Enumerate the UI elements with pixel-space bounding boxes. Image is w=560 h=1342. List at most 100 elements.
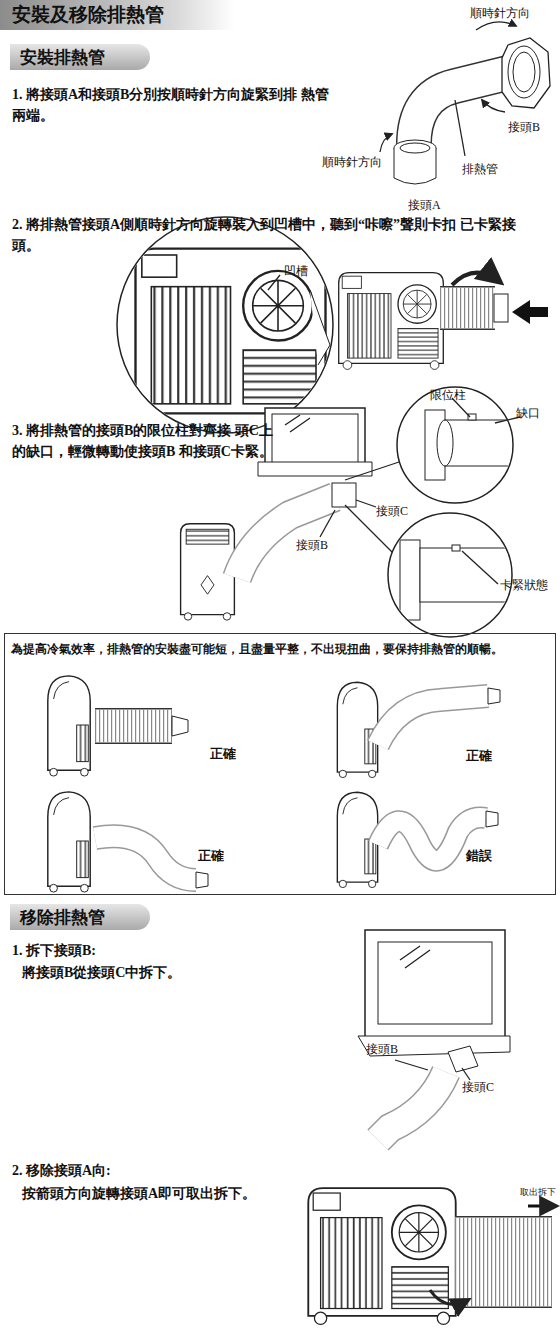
part-label: 缺口	[516, 404, 540, 422]
drawing-part	[400, 946, 430, 968]
part-label: 順時針方向	[322, 153, 382, 171]
drawing-part	[365, 930, 505, 1042]
drawing-part	[455, 1218, 552, 1307]
drawing-part	[488, 688, 500, 704]
drawing-part	[237, 497, 335, 578]
drawing-part	[452, 545, 460, 551]
node-text: 安裝排熱管	[20, 46, 150, 69]
window-remove	[358, 930, 510, 1140]
drawing-part	[339, 273, 444, 370]
drawing-part	[310, 290, 330, 365]
drawing-part	[455, 1216, 552, 1308]
drawing-part	[440, 288, 495, 329]
drawing-part	[440, 288, 495, 329]
drawing-part	[95, 836, 196, 880]
drawing-part	[265, 408, 365, 468]
part-label: 接頭B	[508, 118, 540, 136]
instruction-step: 1. 拆下接頭B:	[12, 940, 96, 961]
drawing-part	[437, 420, 453, 466]
drawing-part	[395, 1060, 428, 1070]
arrow-label: 取出拆下	[520, 1186, 556, 1200]
drawing-part	[414, 72, 512, 150]
instruction-step: 2. 將排熱管接頭A側順時針方向旋轉裝入到凹槽中，聽到“咔嚓”聲則卡扣 已卡緊接…	[12, 214, 538, 256]
section-band: 安裝排熱管	[10, 44, 150, 70]
hose-routing-examples	[48, 676, 500, 892]
node-text: 移除排熱管	[20, 906, 150, 929]
part-label: 排熱管	[462, 160, 498, 178]
drawing-part	[172, 716, 188, 736]
unit-remove	[308, 1188, 556, 1324]
drawing-part	[494, 294, 508, 322]
drawing-part	[455, 1218, 552, 1307]
drawing-part	[400, 540, 420, 620]
page-title: 安裝及移除排熱管	[0, 0, 235, 30]
drawing-part	[378, 696, 488, 745]
drawing-part	[462, 551, 498, 584]
drawing-part	[445, 420, 515, 466]
drawing-part	[95, 710, 172, 743]
drawing-part	[378, 1072, 446, 1140]
drawing-part	[285, 415, 310, 432]
part-label: 接頭A	[408, 196, 441, 214]
drawing-part	[425, 410, 515, 480]
drawing-part	[95, 710, 172, 743]
drawing-part	[380, 134, 392, 152]
drawing-part	[258, 462, 372, 476]
drawing-part	[95, 708, 172, 744]
part-label: 限位柱	[430, 386, 466, 404]
drawing-part	[430, 1290, 468, 1304]
drawing-part	[400, 540, 515, 620]
drawing-part	[268, 275, 280, 290]
drawing-part	[512, 300, 548, 324]
part-label: 接頭B	[366, 1040, 398, 1058]
part-label: 順時針方向	[470, 4, 530, 22]
drawing-part	[308, 1188, 455, 1324]
verdict-label: 正確	[466, 746, 492, 766]
instruction-step: 2. 移除接頭A向:	[12, 1160, 111, 1181]
drawing-part	[196, 872, 208, 888]
verdict-label: 錯誤	[466, 846, 492, 866]
drawing-part	[136, 249, 326, 425]
drawing-part	[320, 510, 335, 537]
drawing-part	[95, 836, 196, 880]
instruction-step: 將接頭B從接頭C中拆下。	[22, 962, 181, 983]
verdict-label: 正確	[210, 744, 236, 764]
drawing-part	[440, 286, 495, 330]
drawing-part	[378, 942, 492, 1024]
drawing-part	[117, 217, 333, 433]
part-label: 接頭B	[296, 536, 328, 554]
part-label: 卡緊狀態	[500, 576, 548, 594]
drawing-part	[332, 483, 356, 507]
drawing-part	[237, 497, 335, 578]
drawing-part	[414, 72, 512, 150]
instruction-step: 3. 將排熱管的接頭B的限位柱對齊接 頭C上的缺口，輕微轉動使接頭B 和接頭C卡…	[12, 420, 274, 462]
instruction-step: 1. 將接頭A和接頭B分別按順時針方向旋緊到排 熱管兩端。	[12, 84, 334, 126]
drawing-part	[502, 38, 550, 108]
drawing-part	[337, 682, 377, 777]
drawing-part	[48, 792, 90, 892]
drawing-part	[528, 1205, 556, 1208]
instruction-step: 按箭頭方向旋轉接頭A即可取出拆下。	[22, 1183, 256, 1204]
drawing-part	[356, 500, 376, 507]
drawing-part	[486, 811, 498, 827]
drawing-part	[462, 1068, 470, 1080]
verdict-label: 正確	[198, 846, 224, 866]
drawing-part	[508, 46, 540, 98]
section-band: 移除排熱管	[10, 904, 150, 930]
drawing-part	[48, 676, 90, 776]
drawing-part	[136, 249, 326, 425]
part-label: 凹槽	[284, 262, 308, 280]
drawing-part	[420, 548, 515, 602]
drawing-part	[378, 1072, 446, 1140]
drawing-part	[455, 100, 465, 156]
drawing-part	[452, 273, 500, 285]
drawing-part	[482, 100, 505, 112]
part-label: 接頭C	[462, 1078, 494, 1096]
drawing-part	[513, 52, 535, 92]
drawing-part	[448, 1046, 478, 1072]
drawing-part	[476, 22, 516, 30]
drawing-part	[378, 696, 488, 745]
part-label: 接頭C	[376, 502, 408, 520]
drawing-part	[400, 143, 430, 153]
